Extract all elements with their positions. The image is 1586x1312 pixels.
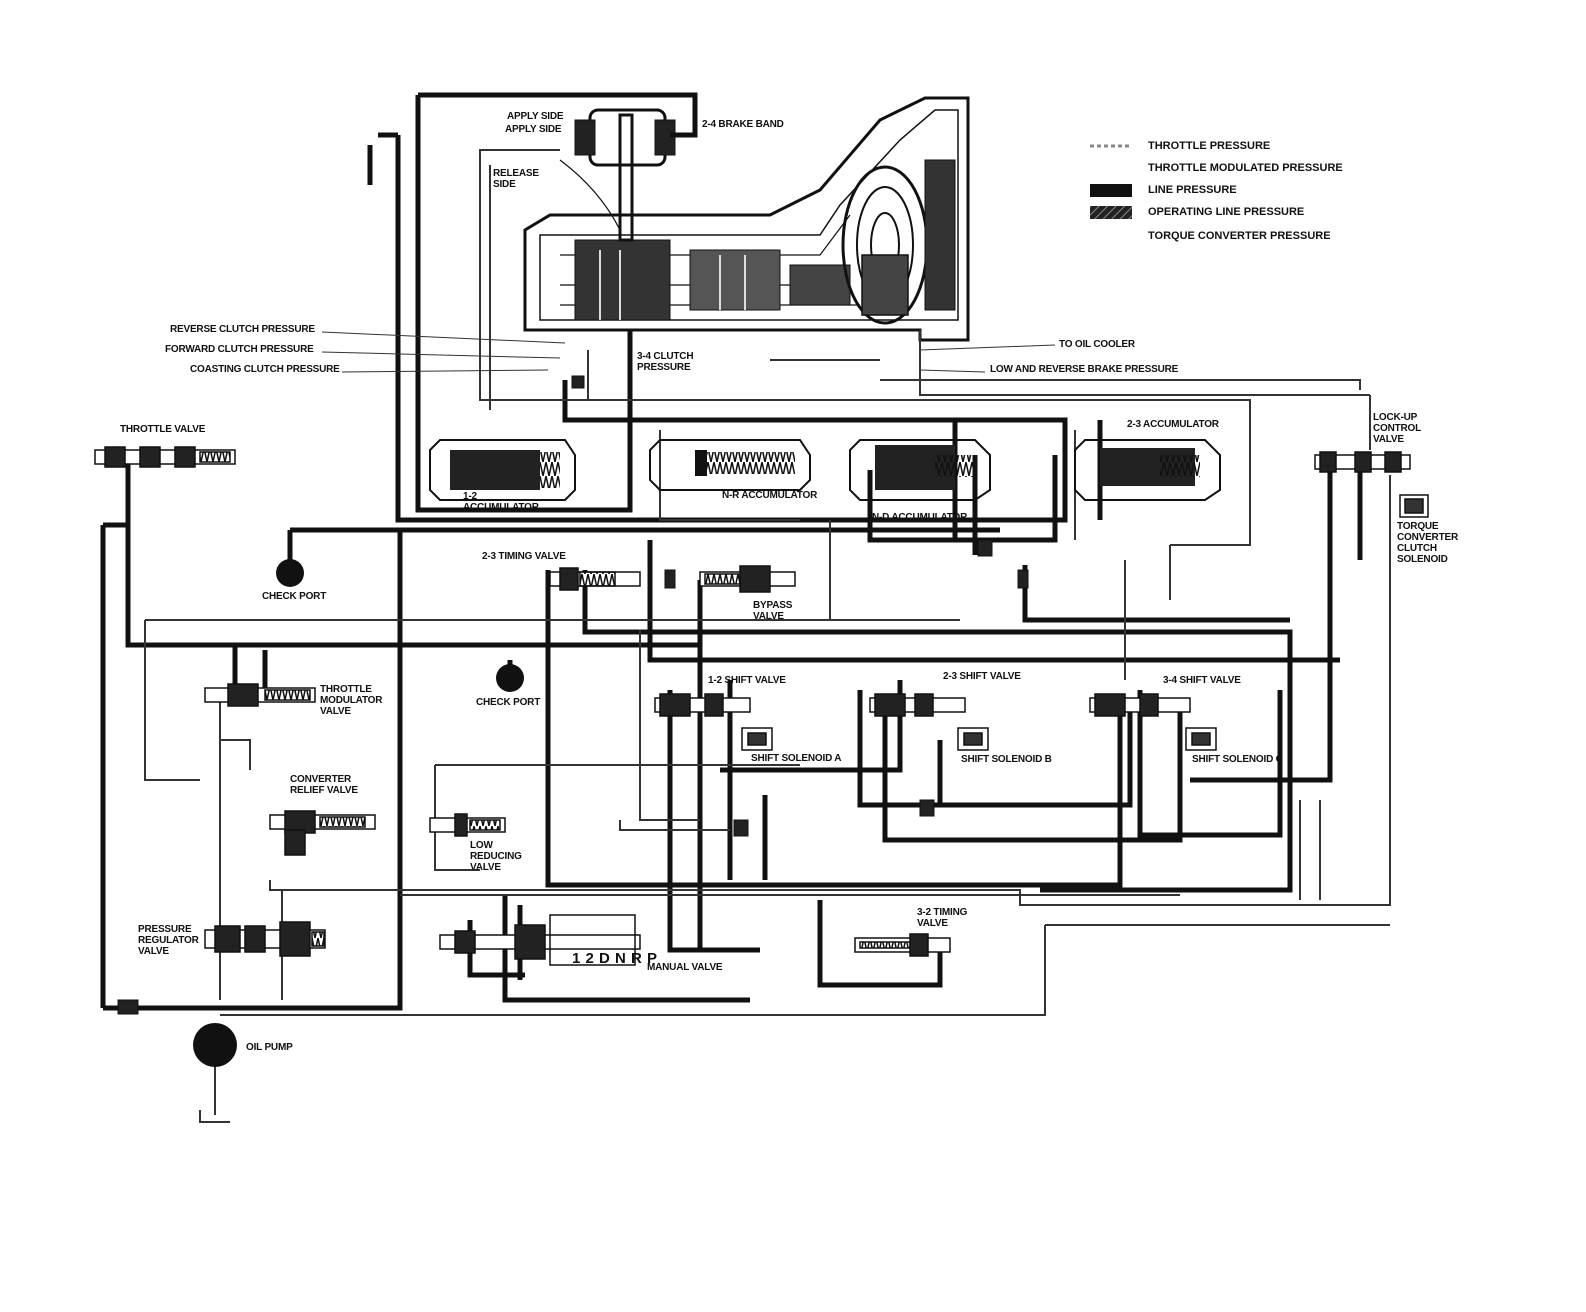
label-apply-side-2: APPLY SIDE bbox=[505, 124, 562, 135]
label-pressure-regulator: PRESSURE REGULATOR VALVE bbox=[138, 924, 199, 957]
legend-label-operating: OPERATING LINE PRESSURE bbox=[1148, 206, 1305, 218]
label-shift-solenoid-a: SHIFT SOLENOID A bbox=[751, 753, 842, 764]
label-check-port-2: CHECK PORT bbox=[476, 697, 541, 708]
label-n-d-accumulator: N-D ACCUMULATOR bbox=[872, 512, 968, 523]
label-3-4-shift-valve: 3-4 SHIFT VALVE bbox=[1163, 675, 1241, 686]
legend-swatch-operating bbox=[1090, 206, 1132, 219]
callout-leaders bbox=[321, 331, 1056, 373]
label-forward-clutch: FORWARD CLUTCH PRESSURE bbox=[165, 344, 314, 355]
legend-label-throttle-modulated: THROTTLE MODULATED PRESSURE bbox=[1148, 162, 1343, 174]
label-shift-solenoid-c: SHIFT SOLENOID C bbox=[1192, 754, 1283, 765]
label-1-2-accumulator: 1-2 ACCUMULATOR bbox=[463, 491, 539, 513]
label-apply-side-1: APPLY SIDE bbox=[507, 111, 564, 122]
label-throttle-modulator: THROTTLE MODULATOR VALVE bbox=[320, 684, 383, 717]
throttle-modulator-valve-body bbox=[204, 683, 316, 707]
oil-pump-marker bbox=[193, 1023, 237, 1067]
label-shift-solenoid-b: SHIFT SOLENOID B bbox=[961, 754, 1052, 765]
label-2-3-accumulator: 2-3 ACCUMULATOR bbox=[1127, 419, 1219, 430]
accumulator-n-d bbox=[849, 439, 991, 501]
legend-label-throttle: THROTTLE PRESSURE bbox=[1148, 140, 1271, 152]
label-2-3-timing-valve: 2-3 TIMING VALVE bbox=[482, 551, 566, 562]
label-low-reverse: LOW AND REVERSE BRAKE PRESSURE bbox=[990, 364, 1179, 375]
pressure-regulator-valve-body bbox=[204, 921, 326, 957]
tcc-solenoid-body bbox=[1399, 494, 1429, 518]
shift-valve-1-2-body bbox=[654, 693, 751, 717]
converter-and-throttle-circuit bbox=[144, 149, 1391, 1123]
accumulator-2-3 bbox=[1074, 439, 1221, 501]
label-3-2-timing: 3-2 TIMING VALVE bbox=[917, 907, 968, 929]
accumulator-n-r bbox=[649, 439, 811, 491]
label-oil-cooler: TO OIL COOLER bbox=[1059, 339, 1135, 350]
label-3-4-clutch: 3-4 CLUTCH PRESSURE bbox=[637, 351, 694, 373]
manual-valve-body bbox=[439, 914, 641, 966]
check-balls bbox=[117, 375, 1029, 1015]
shift-solenoid-b-body bbox=[957, 727, 989, 751]
legend-swatch-throttle bbox=[1090, 144, 1130, 148]
label-oil-pump: OIL PUMP bbox=[246, 1042, 293, 1053]
shift-solenoid-a-body bbox=[741, 727, 773, 751]
shift-valve-3-4-body bbox=[1089, 693, 1191, 717]
timing-valve-2-3-body bbox=[549, 567, 641, 591]
label-brake-band: 2-4 BRAKE BAND bbox=[702, 119, 784, 130]
label-2-3-shift-valve: 2-3 SHIFT VALVE bbox=[943, 671, 1021, 682]
line-pressure-circuit bbox=[100, 92, 1363, 1011]
label-manual-valve: MANUAL VALVE bbox=[647, 962, 723, 973]
transmission-case bbox=[523, 96, 970, 342]
label-bypass-valve: BYPASS VALVE bbox=[753, 600, 793, 622]
label-n-r-accumulator: N-R ACCUMULATOR bbox=[722, 490, 818, 501]
legend-label-torque-converter: TORQUE CONVERTER PRESSURE bbox=[1148, 230, 1331, 242]
converter-relief-valve-body bbox=[269, 810, 376, 856]
low-reducing-valve-body bbox=[429, 813, 506, 837]
label-release-side: RELEASE SIDE bbox=[493, 168, 539, 190]
label-check-port-1: CHECK PORT bbox=[262, 591, 327, 602]
label-coasting-clutch: COASTING CLUTCH PRESSURE bbox=[190, 364, 340, 375]
bypass-valve-body bbox=[699, 565, 796, 593]
legend-label-line: LINE PRESSURE bbox=[1148, 184, 1237, 196]
label-1-2-shift-valve: 1-2 SHIFT VALVE bbox=[708, 675, 786, 686]
label-reverse-clutch: REVERSE CLUTCH PRESSURE bbox=[170, 324, 315, 335]
label-low-reducing: LOW REDUCING VALVE bbox=[470, 840, 522, 873]
shift-solenoid-c-body bbox=[1185, 727, 1217, 751]
shift-valve-2-3-body bbox=[869, 693, 966, 717]
label-throttle-valve: THROTTLE VALVE bbox=[120, 424, 206, 435]
timing-valve-3-2-body bbox=[854, 933, 951, 957]
label-converter-relief: CONVERTER RELIEF VALVE bbox=[290, 774, 358, 796]
label-lockup: LOCK-UP CONTROL VALVE bbox=[1373, 412, 1422, 445]
lock-up-control-valve-body bbox=[1314, 451, 1411, 473]
accumulator-1-2 bbox=[429, 439, 576, 501]
throttle-valve-body bbox=[94, 446, 236, 468]
label-tcc-solenoid: TORQUE CONVERTER CLUTCH SOLENOID bbox=[1397, 521, 1458, 565]
check-port-2-marker bbox=[496, 664, 524, 692]
check-port-1-marker bbox=[276, 559, 304, 587]
label-gear-positions: 1 2 D N R P bbox=[572, 950, 658, 967]
legend-swatch-line bbox=[1090, 184, 1132, 197]
